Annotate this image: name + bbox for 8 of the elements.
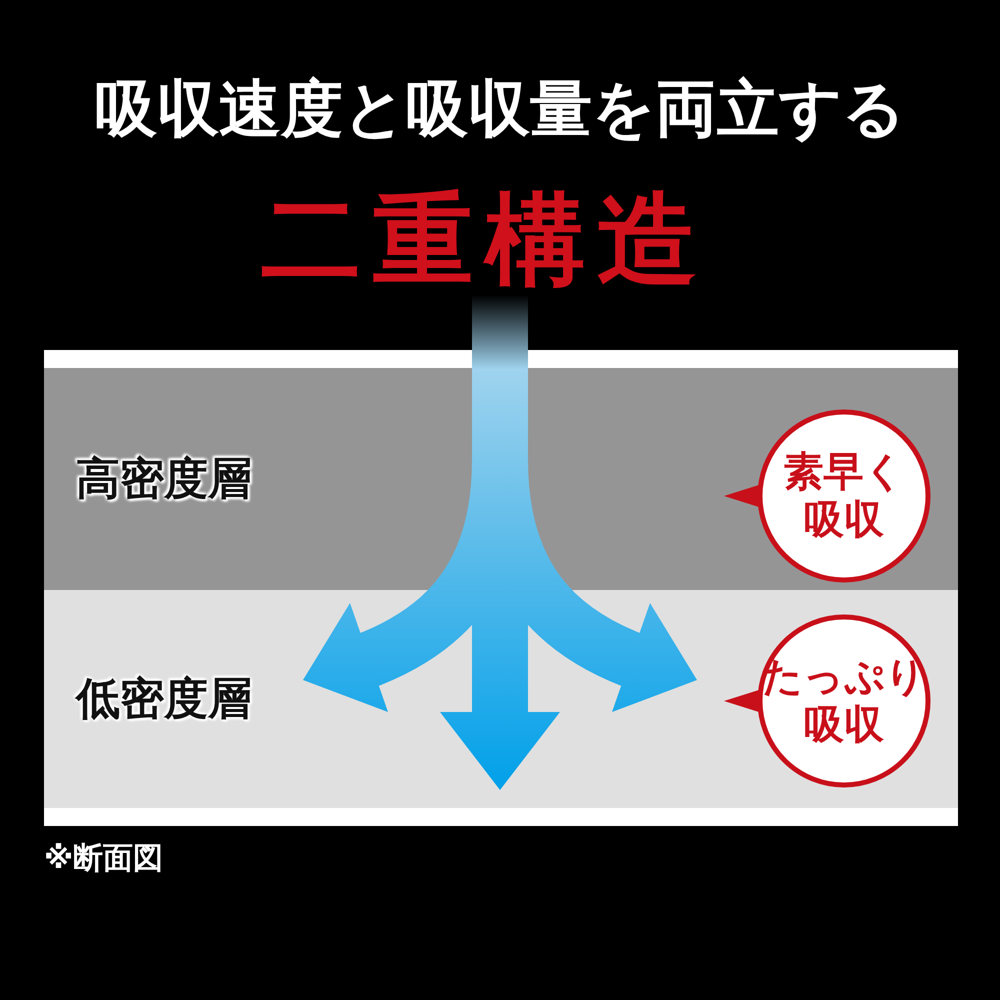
callout-text: 素早く吸収 bbox=[782, 448, 906, 544]
subtitle: 二重構造 bbox=[260, 180, 710, 300]
caption: ※断面図 bbox=[44, 840, 164, 878]
layer-band bbox=[44, 368, 958, 590]
title: 吸収速度と吸収量を両立する bbox=[94, 72, 906, 146]
layer-label: 高密度層 bbox=[76, 452, 252, 506]
layer-label: 低密度層 bbox=[76, 672, 252, 726]
callout-text: たっぷり吸収 bbox=[761, 653, 927, 749]
